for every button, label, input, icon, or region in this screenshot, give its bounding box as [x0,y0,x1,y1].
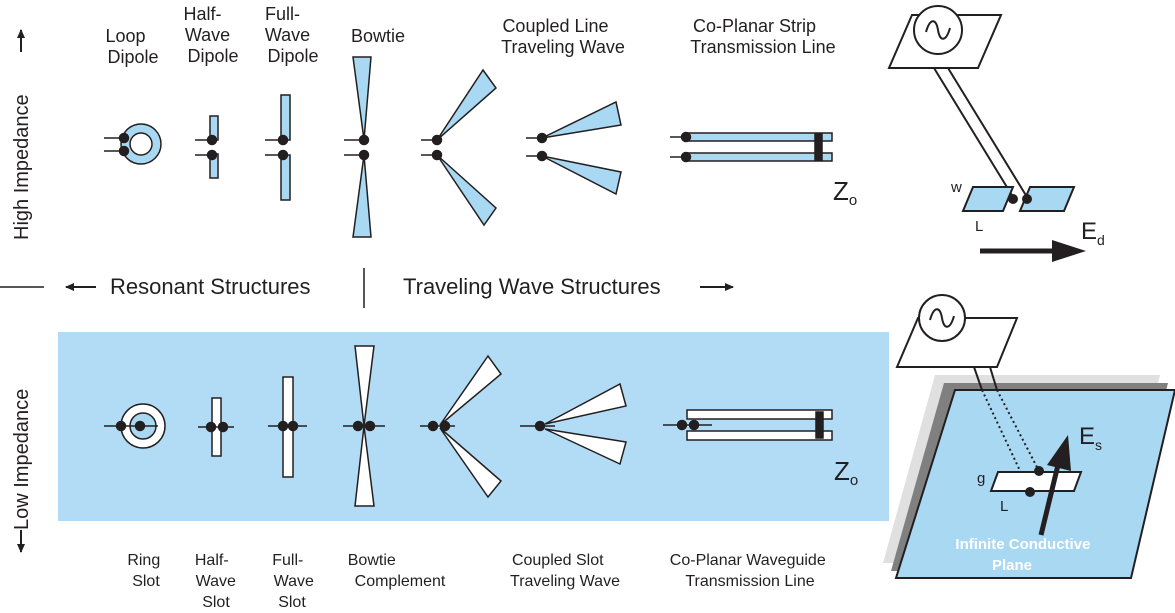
full-wave-dipole [265,94,291,201]
coplanar-waveguide-line [663,409,833,441]
slot-gap-label: g [977,470,985,487]
top-impedance-label: Zo [833,176,857,209]
structure-legend: Resonant Structures Traveling Wave Struc… [65,268,734,308]
half-wave-slot-label: Half- Wave Slot [195,552,241,611]
coupled-line-traveling-wave [526,100,622,196]
coupled-slot-traveling-wave [520,382,627,466]
impedance-axis: High Impedance Low Impedance [0,29,44,553]
coupled-line-label: Coupled Line Traveling Wave [501,16,625,57]
dipole-width-label: w [950,179,962,196]
dipole-plate-left [961,186,1015,212]
ring-slot [104,403,166,449]
full-wave-slot-label: Full- Wave Slot [272,552,318,611]
low-impedance-label: Low Impedance [11,389,33,530]
v-slot-traveling-wave [420,354,503,499]
traveling-wave-v-antenna [421,68,498,227]
bowtie-label: Bowtie [351,26,405,46]
full-wave-slot [268,376,307,478]
dipole-length-label: L [975,218,983,235]
half-wave-dipole-label: Half- Wave Dipole [183,4,238,66]
coupled-slot-label: Coupled Slot Traveling Wave [510,552,620,590]
dipole-plate-right [1018,186,1076,212]
bowtie-complement-slot [343,345,385,507]
ring-slot-label: Ring Slot [127,552,164,590]
bowtie-complement-label: Bowtie Complement [348,552,446,590]
bottom-impedance-label: Zo [834,456,858,489]
low-impedance-panel [58,332,889,521]
coplanar-strip-label: Co-Planar Strip Transmission Line [690,16,835,57]
slot-field-arrow [1038,464,1061,536]
coplanar-waveguide-label: Co-Planar Waveguide Transmission Line [670,552,830,590]
bowtie [344,56,372,238]
half-wave-slot [198,397,234,457]
slot-field-label: Es [1079,423,1102,453]
loop-dipole [104,123,162,165]
plane-label: Infinite Conductive Plane [955,536,1094,574]
half-wave-dipole [195,115,219,179]
dipole-field-label: Ed [1081,218,1105,248]
traveling-wave-structures-label: Traveling Wave Structures [403,274,661,299]
slot-feed-inset: g L Es Infinite Conductive Plane [883,294,1175,579]
high-impedance-label: High Impedance [11,94,33,240]
slot-aperture [989,471,1083,492]
slot-length-label: L [1000,498,1008,515]
full-wave-dipole-label: Full- Wave Dipole [265,4,319,66]
coplanar-strip-line [670,131,833,163]
dipole-feed-inset: w L Ed [887,5,1105,262]
resonant-structures-label: Resonant Structures [110,274,311,299]
loop-dipole-label: Loop Dipole [105,26,158,67]
